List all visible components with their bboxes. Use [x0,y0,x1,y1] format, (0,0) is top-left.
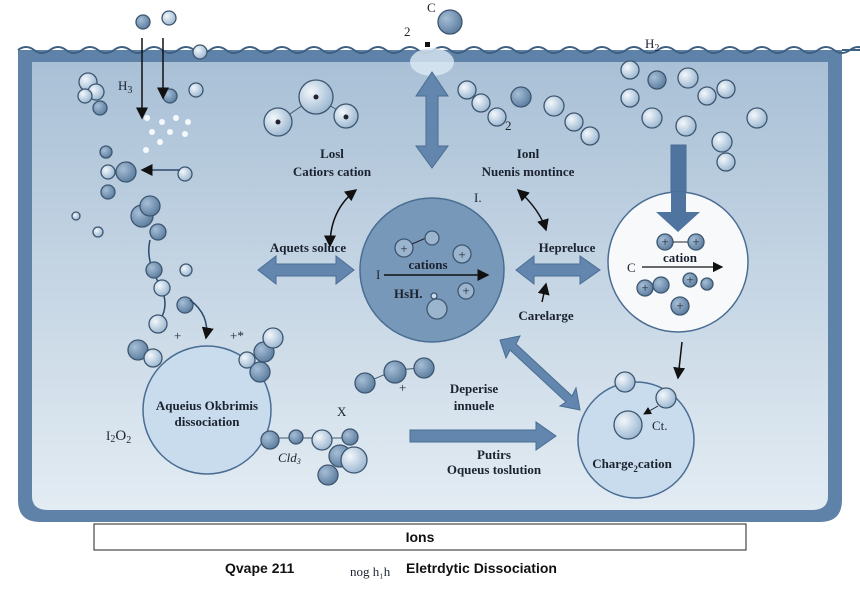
diagonal-double-arrow [499,335,581,411]
label-charge-cation: Charge2cation [592,456,672,474]
svg-text:+: + [641,280,648,295]
molecules-bottom: X Cld3 + [260,357,435,486]
center-cations-circle: + + cations I HsH. + [359,197,505,343]
label-oqueus-toslution: Oqueus toslution [447,462,542,477]
svg-text:X: X [337,404,347,419]
label-i2o2: I2O2 [106,428,131,446]
label-catiors-cation: Catiors cation [293,164,372,179]
arrow [537,282,550,303]
molecules-top-left: + +* [71,10,244,343]
svg-text:C: C [627,260,636,275]
right-cation-circle: + + cation C + + + [607,191,749,333]
caption-left: Qvape 211 [225,560,294,576]
label-h2: H2 [645,36,659,54]
label-deperise: Deperise [450,381,499,396]
label-aqueius: Aqueius Okbrimis [156,398,258,413]
svg-text:2: 2 [505,118,512,133]
left-double-arrow [257,254,355,286]
svg-text:cation: cation [663,250,698,265]
aqueous-dissociation-circle: Aqueius Okbrimis dissociation [127,327,284,475]
label-putirs: Putirs [477,447,511,462]
svg-text:+: + [399,380,406,395]
svg-text:Ct.: Ct. [652,418,668,433]
atom [437,9,463,35]
ions-label: Ions [406,529,435,545]
water-surface [17,46,860,54]
svg-text:+: + [661,234,668,249]
svg-text:+*: +* [230,328,244,343]
label-losl: Losl [320,146,344,161]
label-aqueous: Aquets soluce [270,240,346,255]
svg-text:HsH.: HsH. [394,286,423,301]
arrow [673,341,686,380]
vertical-double-arrow [415,71,449,169]
svg-text:cations: cations [409,257,448,272]
label-carelarge: Carelarge [518,308,574,323]
label-h3: H3 [118,78,132,96]
label-i: I. [474,190,482,205]
label-ionl: Ionl [517,146,540,161]
caption-mid: nog h₁h [350,564,391,579]
svg-text:+: + [676,298,683,313]
svg-text:+: + [686,272,693,287]
right-arrow [409,421,557,451]
svg-text:+: + [400,241,407,256]
svg-text:+: + [692,234,699,249]
svg-text:Cld3: Cld3 [278,450,301,466]
curved-arrow [324,189,358,248]
label-c: C [427,0,436,15]
curved-arrow [516,188,549,232]
ions-box [93,523,747,551]
molecule-top-center [263,79,359,137]
label-innuele: innuele [454,398,495,413]
molecule-chain-top-right: 2 [457,60,768,172]
label-2: 2 [404,24,411,39]
right-double-arrow [515,254,601,286]
svg-text:I: I [376,267,380,282]
label-dissociation: dissociation [174,414,240,429]
caption-title: Eletrdytic Dissociation [406,560,557,576]
label-nuenis: Nuenis montince [482,164,575,179]
svg-text:+: + [458,247,465,262]
svg-text:+: + [462,283,469,298]
label-hepreluce: Hepreluce [539,240,596,255]
charge-cation-circle: Ct. Charge2cation [577,371,695,499]
svg-text:+: + [174,328,181,343]
dot [425,42,430,47]
